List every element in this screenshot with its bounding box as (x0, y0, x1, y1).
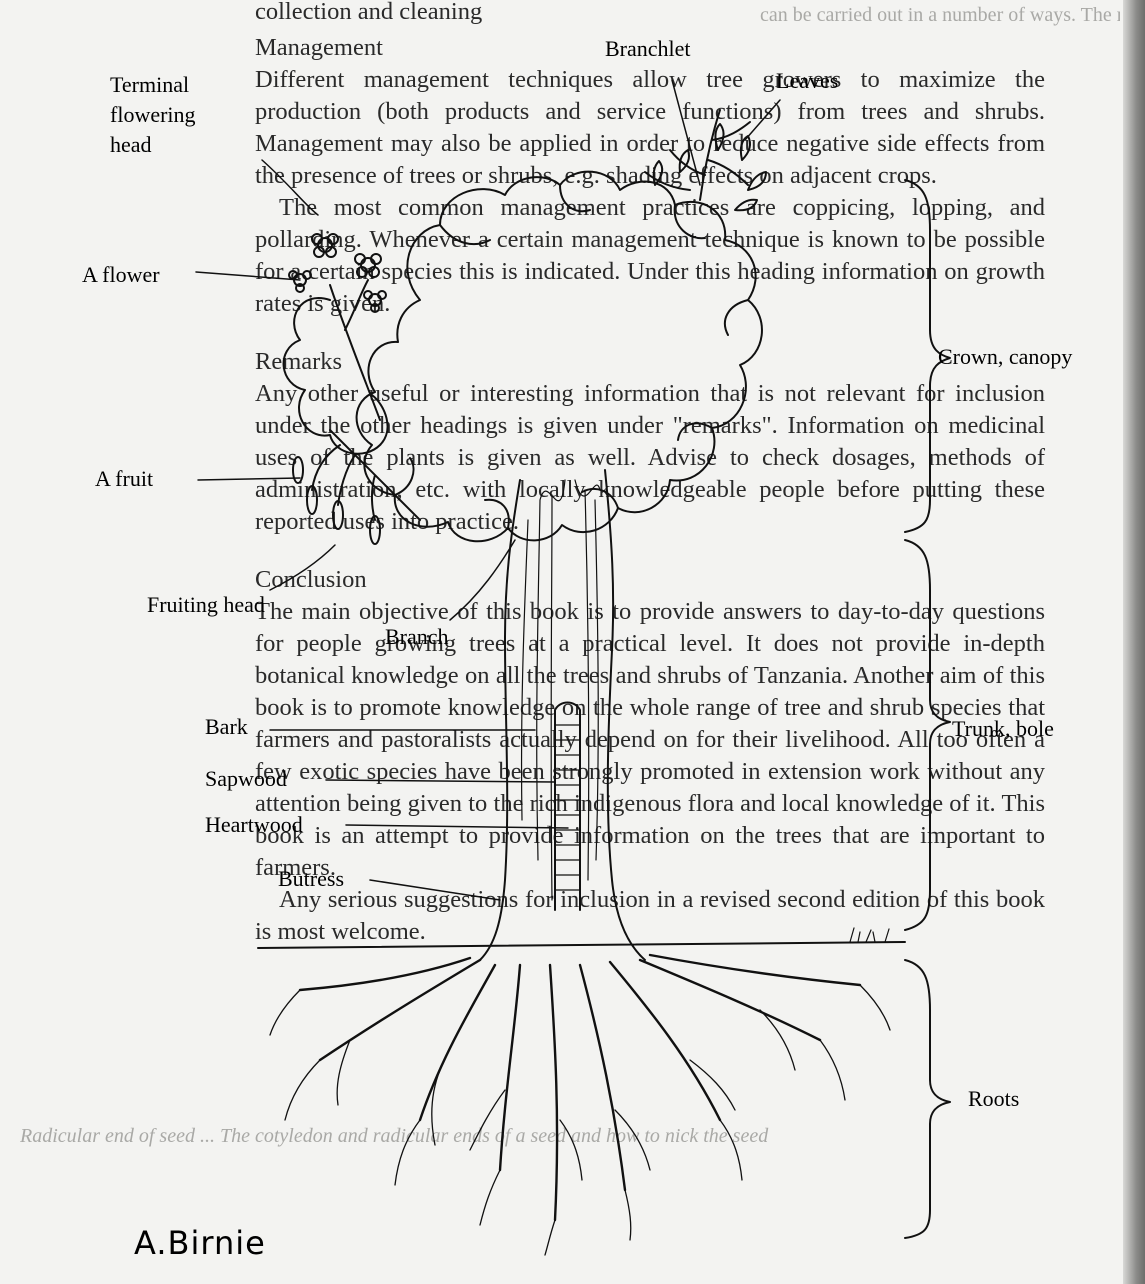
label-butress: Butress (278, 866, 344, 892)
leader-terminal-flowering-head (262, 160, 318, 215)
branchlet-stem (645, 110, 750, 200)
leader-leaves (745, 100, 780, 140)
fruit-pod-4 (293, 457, 303, 483)
leader-butress (370, 880, 500, 900)
label-a-fruit: A fruit (95, 466, 153, 492)
sapwood-column (555, 703, 580, 911)
label-trunk-bole: Trunk, bole (952, 716, 1054, 742)
label-sapwood: Sapwood (205, 766, 287, 792)
leader-sapwood (326, 780, 555, 782)
artist-signature: A.Birnie (134, 1224, 266, 1262)
root-fine-branches (270, 985, 890, 1255)
leader-a-fruit (198, 478, 300, 480)
leaf-1 (715, 124, 723, 150)
flowering-branch (330, 280, 380, 420)
leader-heartwood (346, 825, 568, 828)
trunk-left-edge (480, 480, 520, 960)
roots-brace (905, 960, 950, 1238)
crown-outline (357, 172, 762, 542)
label-fruiting-head: Fruiting head (147, 592, 265, 618)
flower-glyph-1 (312, 234, 338, 257)
leader-branchlet (672, 80, 700, 185)
leader-fruiting-head (270, 545, 335, 590)
label-leaves: Leaves (776, 68, 838, 94)
root-system (300, 955, 860, 1220)
label-terminal-flowering-head: Terminal flowering head (110, 70, 240, 160)
label-roots: Roots (968, 1086, 1019, 1112)
leaf-3 (748, 172, 766, 190)
flowering-bush-outline (284, 298, 388, 454)
leaf-4 (735, 200, 757, 211)
flower-glyph-2 (355, 254, 381, 277)
trunk-right-edge (605, 470, 645, 960)
flower-glyph-3 (289, 271, 311, 292)
label-branch: Branch (385, 624, 449, 650)
trunk-bark-striations (522, 480, 600, 900)
flower-glyph-4 (364, 291, 386, 312)
ground-line (258, 942, 905, 948)
leaf-6 (680, 150, 689, 172)
label-heartwood: Heartwood (205, 812, 303, 838)
leader-a-flower (196, 272, 300, 280)
trunk-brace (905, 540, 950, 930)
grass-tufts (850, 928, 889, 942)
label-crown-canopy: Crown, canopy (938, 344, 1072, 370)
label-bark: Bark (205, 714, 248, 740)
label-branchlet: Branchlet (605, 36, 691, 62)
heartwood-ladder (555, 725, 580, 890)
label-a-flower: A flower (82, 262, 160, 288)
